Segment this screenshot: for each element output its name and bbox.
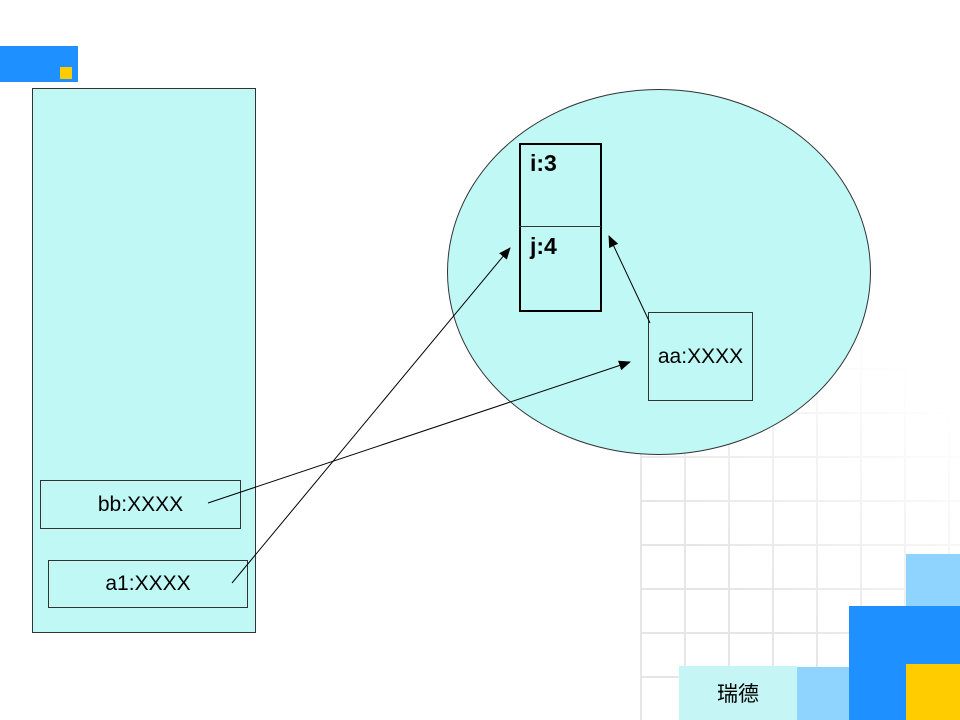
footer-text: 瑞德 — [717, 682, 759, 706]
field-i: i:3 — [530, 150, 557, 176]
arrow-a1-to-j — [231, 247, 511, 584]
arrow-aa-to-j — [608, 235, 651, 324]
footer-label: 瑞德 — [679, 666, 797, 720]
object-field-divider — [519, 226, 601, 227]
stack-cell-label: a1:XXXX — [105, 572, 191, 595]
heap-reference-aa: aa:XXXX — [648, 312, 753, 401]
deco-block-light-top — [906, 554, 960, 606]
arrow-bb-to-aa — [207, 360, 631, 504]
stack-memory — [32, 88, 256, 633]
deco-block-light-bottom — [797, 667, 849, 720]
field-j: j:4 — [530, 233, 557, 259]
deco-block-yellow — [906, 664, 960, 720]
stack-cell-label: bb:XXXX — [97, 492, 184, 516]
stack-cell-a1: a1:XXXX — [48, 560, 248, 608]
stack-cell-bb: bb:XXXX — [40, 480, 241, 529]
heap-reference-label: aa:XXXX — [657, 344, 744, 368]
corner-yellow-square — [60, 67, 72, 79]
heap-object — [519, 143, 602, 312]
